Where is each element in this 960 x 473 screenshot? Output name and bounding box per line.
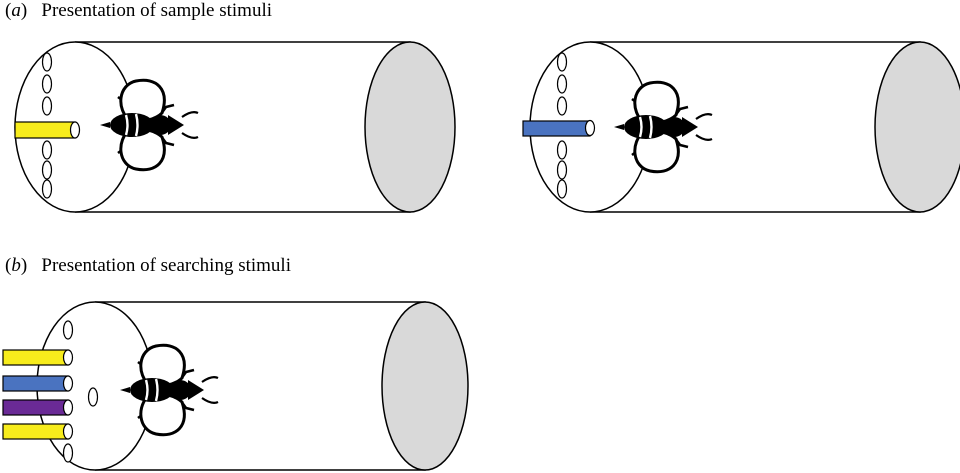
tube-a-left: [14, 41, 456, 213]
hole-column-b: [62, 320, 99, 463]
tube-b-far-end: [381, 301, 469, 471]
tube-b: [2, 301, 469, 471]
panel-a-title: Presentation of sample stimuli: [41, 0, 273, 21]
tube-a-left-far-end: [364, 41, 456, 213]
stimulus-tube-yellow-bottom: [2, 423, 74, 440]
panel-a-letter: a: [11, 0, 21, 21]
stimulus-tube-purple: [2, 399, 74, 416]
hole-column-a-right: [556, 52, 568, 199]
panel-b-label: (b) Presentation of searching stimuli: [5, 255, 291, 276]
stimulus-tube-blue: [2, 375, 74, 392]
panel-b-title: Presentation of searching stimuli: [41, 255, 291, 276]
hole-column-a-left: [41, 52, 53, 199]
tube-a-right: [522, 41, 960, 213]
panel-b-letter: b: [11, 255, 21, 276]
panel-a-label: (a) Presentation of sample stimuli: [5, 0, 273, 21]
stimulus-tube-yellow-top: [2, 349, 74, 366]
stimulus-tube-yellow: [14, 121, 81, 139]
tube-a-right-far-end: [874, 41, 960, 213]
stimulus-tube-blue: [522, 119, 596, 137]
